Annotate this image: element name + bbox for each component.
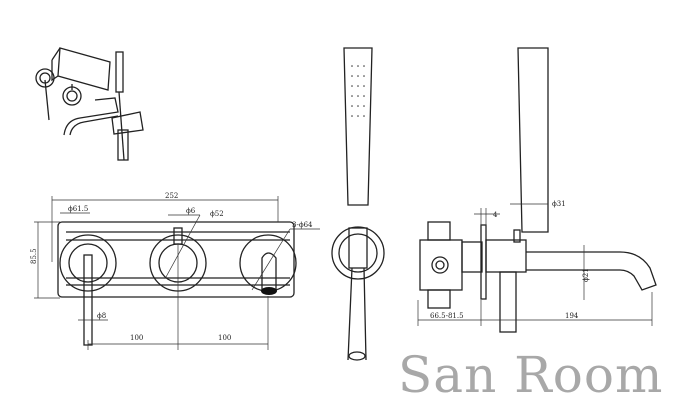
height-dimension: 85.5 [30,248,38,264]
front-view [34,196,320,350]
hose-diameter-label: ϕ31 [552,200,566,208]
depth-label: 66.5-81.5 [430,312,464,320]
width-dimension: 252 [165,192,178,200]
spout-diameter-label: ϕ21 [582,268,590,282]
lever-diameter-label: ϕ8 [97,312,106,320]
spout-length-label: 194 [565,312,579,320]
side-view [417,47,657,333]
body-diameter-label: ϕ52 [210,210,224,218]
spacing-right-label: 100 [218,334,231,342]
hand-shower-view [331,47,385,361]
plate-diameter-label: 3-ϕ64 [292,221,313,229]
spacing-left-label: 100 [130,334,143,342]
isometric-view [35,47,144,161]
watermark: San Room [398,346,664,404]
pin-diameter-label: ϕ6 [186,207,196,215]
handle-diameter-label: ϕ61.5 [68,205,88,213]
plate-thickness-label: 4 [493,211,498,219]
